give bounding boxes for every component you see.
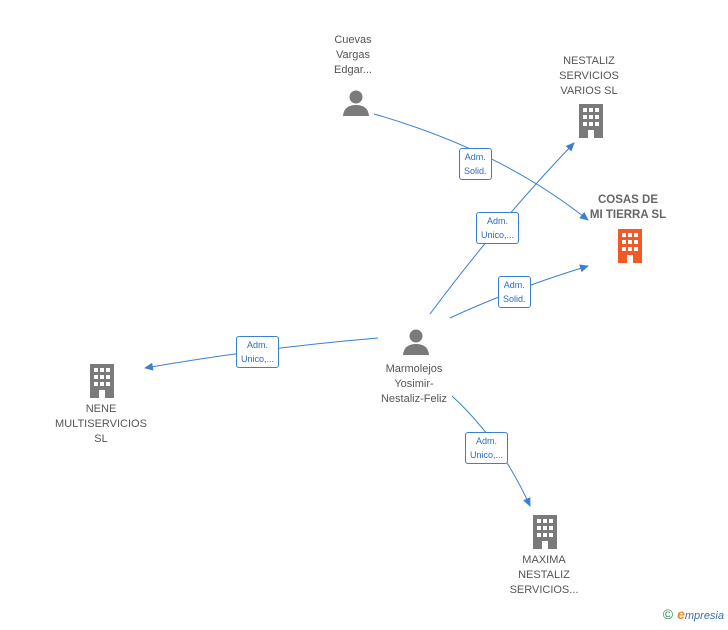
node-label-marmolejos: Marmolejos Yosimir- Nestaliz-Feliz: [380, 363, 447, 405]
node-label-nestaliz: NESTALIZ SERVICIOS VARIOS SL: [559, 55, 619, 97]
edge-label-marmolejos-nene[interactable]: Adm. Unico,...: [236, 336, 280, 368]
edge-label-marmolejos-nestaliz[interactable]: Adm. Unico,...: [476, 212, 520, 244]
edge-label-marmolejos-maxima[interactable]: Adm. Unico,...: [465, 432, 509, 464]
building-icon[interactable]: [576, 104, 606, 138]
person-icon[interactable]: [401, 327, 431, 357]
building-icon[interactable]: [615, 229, 645, 263]
edge-label-cuevas-cosas[interactable]: Adm. Solid.: [459, 148, 492, 180]
brand-name: mpresia: [684, 610, 724, 622]
brand-initial: e: [677, 606, 685, 622]
building-icon[interactable]: [87, 364, 117, 398]
node-label-maxima: MAXIMA NESTALIZ SERVICIOS...: [509, 554, 579, 596]
copyright-symbol: ©: [662, 606, 674, 622]
node-label-cosas: COSAS DE MI TIERRA SL: [589, 194, 667, 221]
empresia-watermark: ©empresia: [663, 606, 724, 622]
node-label-nene: NENE MULTISERVICIOS SL: [55, 403, 147, 445]
edge-label-marmolejos-cosas[interactable]: Adm. Solid.: [498, 276, 531, 308]
building-icon[interactable]: [530, 515, 560, 549]
node-label-cuevas: Cuevas Vargas Edgar...: [334, 34, 372, 76]
person-icon[interactable]: [341, 88, 371, 118]
